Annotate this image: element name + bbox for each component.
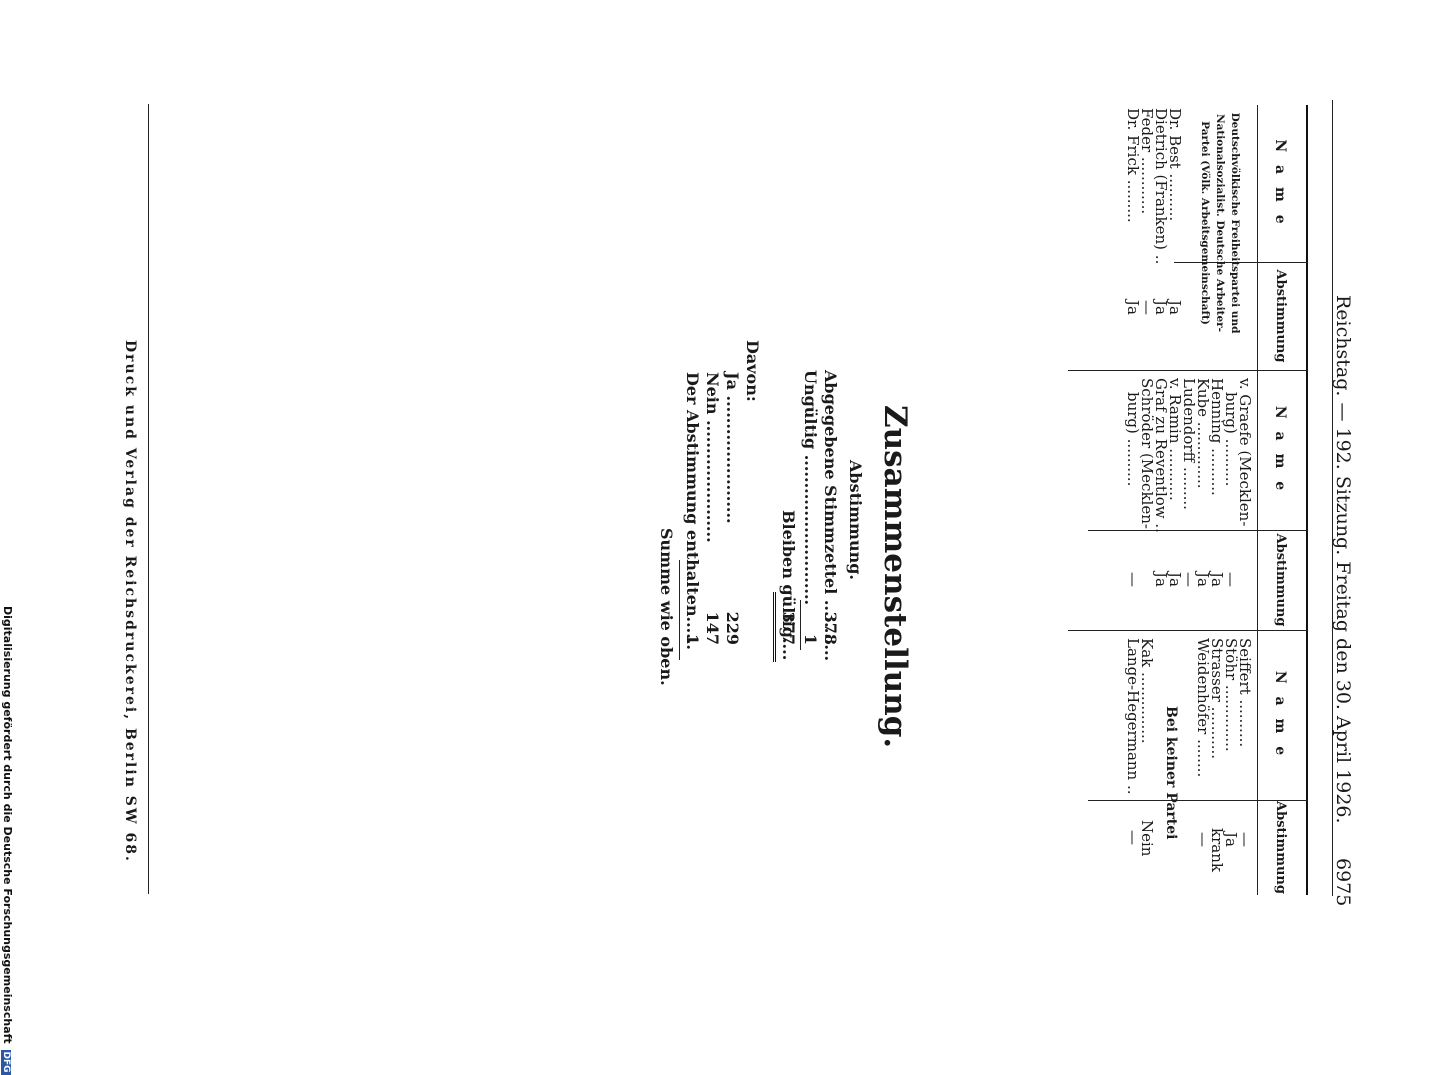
list-item: Feder ............: [1138, 108, 1156, 215]
summary-title: Zusammenstellung.: [877, 405, 913, 749]
dfg-logo: DFG: [1, 1049, 11, 1075]
list-item: Lange-Hegermann ..: [1124, 638, 1142, 795]
vote-value: Ja: [1152, 300, 1170, 315]
vote-value: Ja: [1152, 572, 1170, 587]
list-item: Kak ...............: [1138, 638, 1156, 744]
ungueltig-value: 1: [801, 633, 820, 645]
list-item: Schröder (Mecklen-: [1138, 378, 1156, 529]
list-item: v. Ramin ...........: [1166, 378, 1184, 501]
list-item: Stöhr ..............: [1222, 638, 1240, 752]
vote-value: Nein: [1138, 820, 1156, 857]
party-heading: Deutschvölkische Freiheitspartei und Nat…: [1199, 112, 1241, 334]
list-item: Weidenhöfer ........: [1194, 638, 1212, 778]
col2-name-heading: N a m e: [1272, 405, 1288, 495]
rotated-page: Reichstag. — 192. Sitzung. Freitag den 3…: [122, 100, 1354, 907]
summe-label: Summe wie oben.: [657, 528, 676, 686]
vote-value: —: [1180, 572, 1198, 587]
vote-value: Ja: [1194, 572, 1212, 587]
page-header: Reichstag. — 192. Sitzung. Freitag den 3…: [1332, 295, 1354, 824]
list-item: Graf zu Reventlow ..: [1152, 378, 1170, 533]
list-item: Dr. Frick .........: [1124, 108, 1142, 223]
col3-vote-heading: Abstimmung: [1273, 801, 1288, 894]
header-rule: [1332, 100, 1333, 896]
total-rule: [679, 560, 680, 660]
list-item: burg) ..........: [1124, 392, 1142, 487]
ja-label: Ja .......................: [723, 372, 742, 524]
list-item: Strasser ...........: [1208, 638, 1226, 760]
col1-vote-heading: Abstimmung: [1273, 269, 1288, 363]
col3-name-heading: N a m e: [1272, 670, 1288, 760]
nein-value: 147: [703, 611, 722, 645]
digitization-text: Digitalisierung gefördert durch die Deut…: [1, 606, 14, 1044]
vote-value: Ja: [1124, 300, 1142, 315]
sum-rule: [800, 600, 801, 650]
vote-value: —: [1236, 832, 1254, 847]
col2-vote-heading: Abstimmung: [1273, 533, 1288, 627]
vote-value: —: [1194, 832, 1212, 847]
list-item: Kube ..............: [1194, 378, 1212, 489]
nein-label: Nein ......................: [703, 372, 722, 543]
page-number: 6975: [1332, 858, 1354, 907]
vote-value: Ja: [1166, 300, 1184, 315]
header-text: Reichstag. — 192. Sitzung. Freitag den 3…: [1332, 295, 1354, 824]
abgegebene-value: 378: [821, 611, 840, 645]
double-rule: [773, 592, 776, 662]
list-item: Henning ..........: [1208, 378, 1226, 496]
vote-value: —: [1124, 572, 1142, 587]
table-header-rule: [1257, 105, 1258, 895]
imprint: Druck und Verlag der Reichsdruckerei, Be…: [122, 340, 138, 863]
table-top-rule: [1306, 105, 1308, 895]
col1-name-heading: N a m e: [1272, 139, 1288, 228]
footer-rule: [148, 104, 149, 894]
summary-subtitle: Abstimmung.: [846, 460, 865, 580]
ja-value: 229: [723, 611, 742, 645]
vote-value: Ja: [1166, 572, 1184, 587]
ungueltig-label: Ungültig ...........................: [801, 370, 820, 606]
list-item: burg) ..........: [1222, 392, 1240, 487]
list-item: Seiffert ..........: [1236, 638, 1254, 748]
enthalten-value: 1: [683, 633, 702, 645]
vote-value: —: [1222, 572, 1240, 587]
list-item: Dietrich (Franken) ..: [1152, 108, 1170, 265]
gueltig-value: 377: [779, 611, 798, 645]
vote-value: Ja: [1222, 832, 1240, 847]
vote-value: krank: [1208, 828, 1226, 872]
digitization-note: Digitalisierung gefördert durch die Deut…: [1, 606, 14, 1075]
section-heading: Bei keiner Partei: [1163, 706, 1179, 840]
list-item: Ludendorff .........: [1180, 378, 1198, 510]
vote-value: Ja: [1208, 572, 1226, 587]
vote-value: —: [1138, 300, 1156, 315]
davon-label: Davon:: [743, 340, 762, 402]
vote-value: —: [1124, 830, 1142, 845]
list-item: v. Graefe (Mecklen-: [1236, 378, 1254, 527]
list-item: Dr. Best ..........: [1166, 108, 1184, 222]
